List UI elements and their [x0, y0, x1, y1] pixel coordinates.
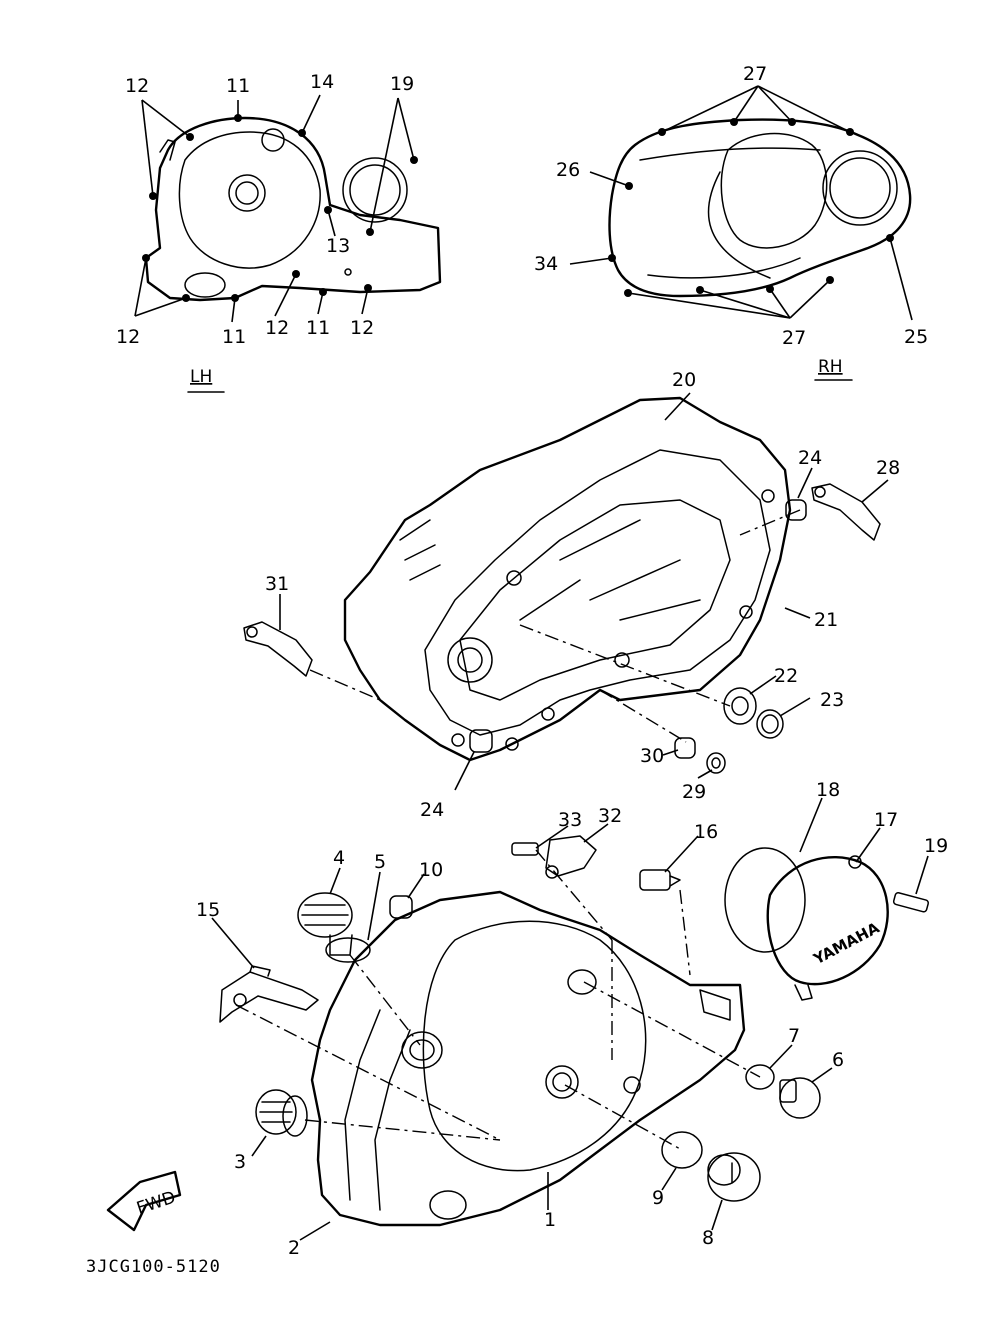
part-24-dowel-top: [785, 499, 807, 521]
callout-9: 9: [652, 1187, 664, 1209]
lh-cover-outline: [144, 116, 442, 302]
part-3-plug: [255, 1089, 308, 1137]
callout-20: 20: [672, 369, 696, 391]
part-4-oil-filler-cap: [297, 892, 353, 956]
callout-12: 12: [125, 75, 149, 97]
callout-4: 4: [333, 847, 345, 869]
callout-32: 32: [598, 805, 622, 827]
part-24-dowel-bottom: [469, 729, 493, 753]
part-6-plug: [779, 1077, 821, 1119]
lh-side-label: LH: [190, 367, 212, 387]
part-19-bolt: [892, 891, 930, 913]
part-15-bracket: [219, 965, 319, 1023]
callout-27: 27: [743, 63, 767, 85]
callout-25: 25: [904, 326, 928, 348]
part-10-dowel: [389, 895, 413, 919]
callout-28: 28: [876, 457, 900, 479]
callout-33: 33: [558, 809, 582, 831]
callout-6: 6: [832, 1049, 844, 1071]
callout-17: 17: [874, 809, 898, 831]
fwd-label: FWD: [134, 1188, 178, 1219]
main-callout-labels: 4 5 10 15 33 32 16 18 17 19 7 6 3 9 1 2 …: [196, 779, 948, 1259]
callout-26: 26: [556, 159, 580, 181]
callout-22: 22: [774, 665, 798, 687]
part-28-bracket: [811, 483, 881, 541]
callout-19: 19: [924, 835, 948, 857]
part-9-o-ring: [661, 1131, 703, 1169]
callout-24: 24: [420, 799, 444, 821]
callout-10: 10: [419, 859, 443, 881]
part-7-o-ring: [745, 1064, 775, 1090]
callout-24: 24: [798, 447, 822, 469]
callout-11: 11: [226, 75, 250, 97]
callout-15: 15: [196, 899, 220, 921]
callout-19: 19: [390, 73, 414, 95]
part-23-circlip: [756, 709, 784, 739]
callout-11: 11: [306, 317, 330, 339]
callout-16: 16: [694, 821, 718, 843]
part-18-gasket-ring: [724, 847, 806, 953]
rh-cover-outline: [608, 118, 912, 298]
callout-7: 7: [788, 1025, 800, 1047]
main-leaders: [211, 797, 929, 1241]
callout-12: 12: [350, 317, 374, 339]
callout-5: 5: [374, 851, 386, 873]
rh-leaders: [569, 85, 913, 321]
part-30-dowel: [674, 737, 696, 759]
lh-bolt-dots: [142, 114, 418, 302]
main-dash-lines: [235, 849, 761, 1151]
callout-29: 29: [682, 781, 706, 803]
callout-21: 21: [814, 609, 838, 631]
rh-bolt-dots: [608, 118, 894, 297]
rh-side-label: RH: [818, 357, 843, 377]
crankcase-dash-lines: [309, 509, 801, 743]
callout-1: 1: [544, 1209, 556, 1231]
yamaha-logo-text: YAMAHA: [810, 918, 883, 968]
crankcase-leaders: [279, 392, 889, 791]
callout-34: 34: [534, 253, 558, 275]
part-16-plug: [639, 869, 681, 891]
lh-leaders: [134, 94, 415, 323]
main-cover-outline: [310, 890, 746, 1227]
callout-3: 3: [234, 1151, 246, 1173]
rh-callout-labels: 27 26 34 27 25: [534, 63, 928, 349]
callout-27: 27: [782, 327, 806, 349]
fwd-arrow: FWD: [106, 1170, 182, 1232]
lh-callout-labels: 12 11 14 19 13 12 11 12 11 12: [116, 71, 414, 348]
callout-8: 8: [702, 1227, 714, 1249]
part-31-bracket: [243, 621, 313, 677]
part-5-o-ring: [325, 937, 371, 963]
part-32-clamp: [545, 835, 597, 879]
callout-2: 2: [288, 1237, 300, 1259]
callout-23: 23: [820, 689, 844, 711]
part-33-bolt: [511, 842, 539, 856]
callout-18: 18: [816, 779, 840, 801]
part-29-washer: [706, 752, 726, 774]
crankcase-callout-labels: 20 24 28 31 21 22 23 30 29 24: [265, 369, 900, 821]
callout-13: 13: [326, 235, 350, 257]
crankcase-outline: [343, 396, 792, 762]
diagram-code: 3JCG100-5120: [86, 1257, 221, 1277]
callout-31: 31: [265, 573, 289, 595]
callout-11: 11: [222, 326, 246, 348]
part-22-bearing: [723, 687, 757, 725]
callout-14: 14: [310, 71, 334, 93]
callout-30: 30: [640, 745, 664, 767]
callout-12: 12: [116, 326, 140, 348]
part-17-crank-cover: YAMAHA: [766, 855, 889, 1001]
part-8-cap: [707, 1152, 761, 1202]
callout-12: 12: [265, 317, 289, 339]
